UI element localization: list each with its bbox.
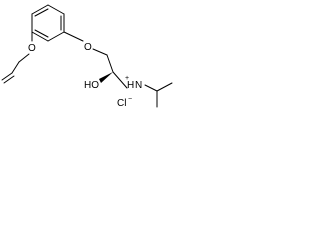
propanolamine-chain: O HO bbox=[63, 31, 128, 91]
chemical-structure-diagram: O O HO + H N Cl − bbox=[1, 4, 173, 109]
ether-oxygen-right: O bbox=[84, 42, 92, 53]
benzene-ring bbox=[31, 4, 65, 42]
allyloxy-group: O bbox=[1, 31, 36, 84]
stereo-wedge-bond bbox=[99, 72, 113, 83]
amine-plus-charge: + bbox=[125, 75, 129, 82]
chloride-ion: Cl − bbox=[117, 96, 132, 109]
chloride-label: Cl bbox=[117, 98, 126, 109]
ammonium-group: + H N bbox=[125, 75, 173, 108]
ether-oxygen-left: O bbox=[28, 43, 36, 54]
amine-hydrogen: H bbox=[127, 80, 134, 91]
amine-nitrogen: N bbox=[135, 80, 142, 91]
hydroxyl-label: HO bbox=[84, 80, 99, 91]
chloride-minus-charge: − bbox=[128, 96, 132, 103]
